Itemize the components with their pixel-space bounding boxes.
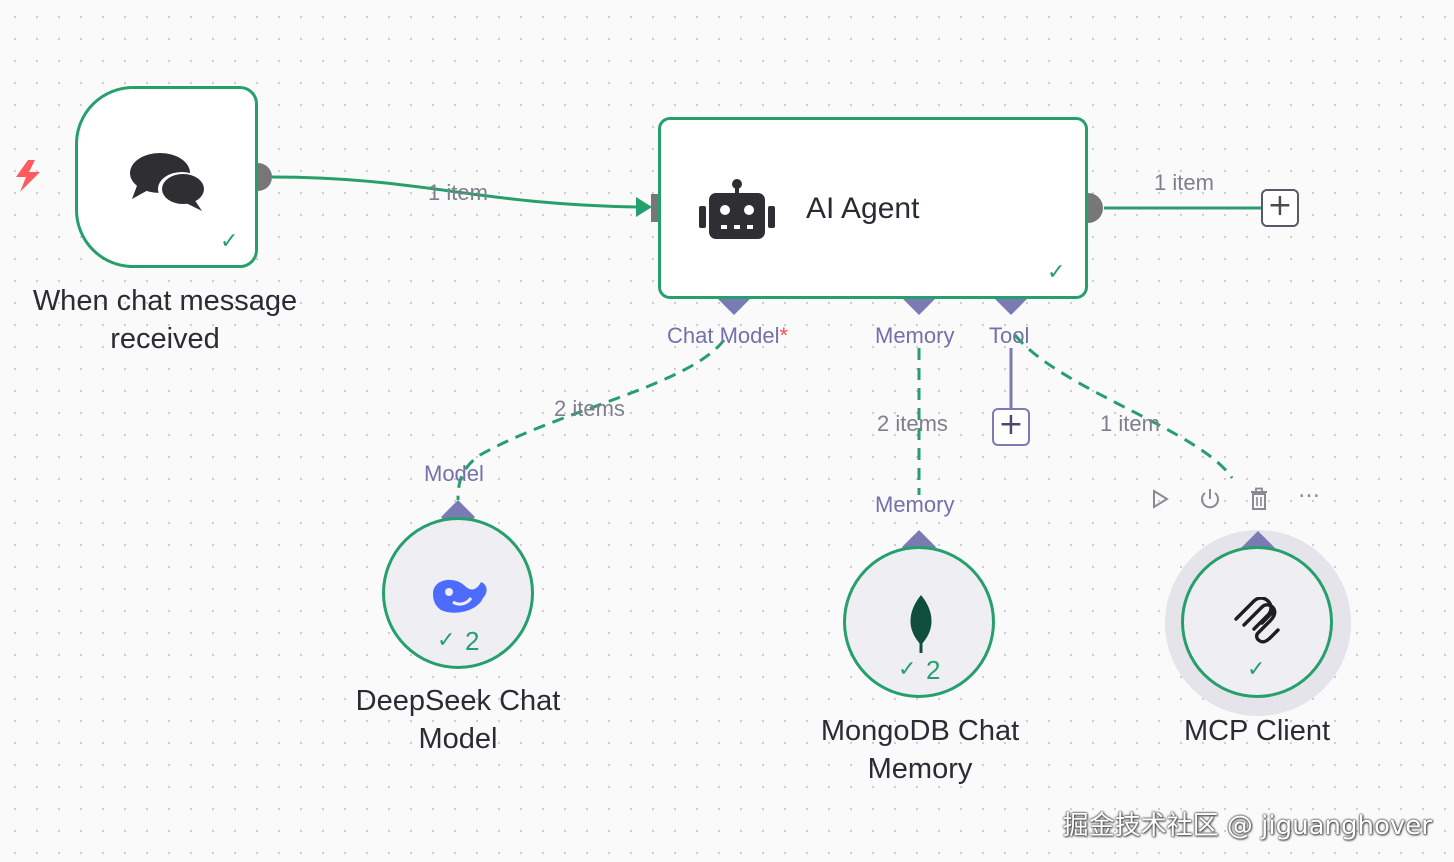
connection-arrowhead — [636, 197, 652, 217]
deepseek-node-label: DeepSeek Chat Model — [355, 685, 561, 755]
mongodb-chat-memory-node[interactable]: ✓ 2 — [843, 546, 995, 698]
leaf-icon — [910, 595, 932, 653]
connection-label-output: 1 item — [1154, 170, 1214, 195]
mongodb-port-label: Memory — [875, 492, 955, 517]
connection-tool — [1013, 334, 1234, 479]
connection-trigger-to-agent — [271, 175, 641, 209]
deepseek-chat-model-node[interactable]: ✓ 2 — [382, 517, 534, 669]
play-icon[interactable] — [1150, 488, 1170, 510]
more-icon[interactable]: … — [1298, 478, 1320, 503]
connection-label-chat-model: 2 items — [554, 396, 625, 421]
robot-icon — [699, 179, 775, 239]
mcp-client-node[interactable]: ✓ — [1181, 546, 1333, 698]
mongodb-node-label: MongoDB Chat Memory — [820, 715, 1020, 785]
trigger-success-check-icon: ✓ — [220, 229, 239, 254]
deepseek-run-count: 2 — [465, 626, 480, 656]
chat-bubbles-icon — [130, 153, 206, 211]
mcp-node-toolbar: … — [1140, 478, 1330, 514]
connection-chat-model — [456, 339, 726, 501]
agent-success-check-icon: ✓ — [1047, 260, 1066, 285]
port-label-tool: Tool — [989, 323, 1030, 348]
port-label-chat-model: Chat Model* — [667, 323, 789, 348]
connection-label-memory: 2 items — [877, 411, 948, 436]
ai-agent-label: AI Agent — [806, 192, 920, 225]
deepseek-port-label: Model — [424, 461, 484, 486]
add-tool-button[interactable]: + — [992, 408, 1030, 446]
mongodb-run-count: 2 — [926, 655, 941, 685]
ai-agent-node[interactable]: AI Agent ✓ — [658, 117, 1088, 299]
connection-label-tool: 1 item — [1100, 411, 1160, 436]
trigger-node[interactable]: ✓ — [75, 86, 258, 268]
mcp-node-label: MCP Client — [1183, 715, 1331, 747]
connection-label-trigger: 1 item — [428, 180, 488, 205]
whale-icon — [433, 579, 487, 613]
deepseek-success-check-icon: ✓ — [437, 628, 456, 653]
trigger-bolt-icon — [16, 160, 40, 192]
mongodb-success-check-icon: ✓ — [898, 657, 917, 682]
mcp-icon — [1234, 597, 1280, 644]
watermark: 掘金技术社区 @ jiguanghover — [1062, 811, 1432, 841]
power-icon[interactable] — [1198, 487, 1222, 511]
mcp-success-check-icon: ✓ — [1247, 657, 1266, 682]
trash-icon[interactable] — [1248, 487, 1270, 511]
add-output-node-button[interactable]: + — [1261, 189, 1299, 227]
trigger-node-label: When chat message received — [32, 285, 298, 355]
port-label-memory: Memory — [875, 323, 955, 348]
